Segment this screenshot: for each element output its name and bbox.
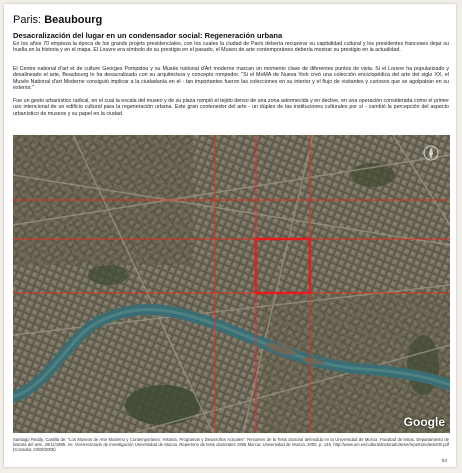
paragraph-2: El Centre national d'art et de culture G… xyxy=(13,66,449,92)
map-image xyxy=(13,135,450,433)
paragraph-3: Fue un gesto urbanístico radical, en el … xyxy=(13,98,449,117)
beaubourg-highlight-box xyxy=(254,237,312,295)
page-title: Paris: Beaubourg xyxy=(13,14,102,26)
footnote: Santiago Reddy, Castilla de: "Los Museos… xyxy=(13,437,449,452)
page-number: 93 xyxy=(441,459,447,464)
section-subtitle: Desacralización del lugar en un condensa… xyxy=(13,31,283,40)
paragraph-1: En los años 70 empieza la época de los g… xyxy=(13,41,449,54)
title-name: Beaubourg xyxy=(44,14,103,26)
compass-icon xyxy=(423,145,439,161)
document-page: Paris: Beaubourg Desacralización del lug… xyxy=(4,4,456,467)
title-city: Paris: xyxy=(13,14,42,26)
satellite-map: Google xyxy=(13,135,450,433)
google-logo: Google xyxy=(403,415,445,429)
park-area xyxy=(125,385,201,425)
